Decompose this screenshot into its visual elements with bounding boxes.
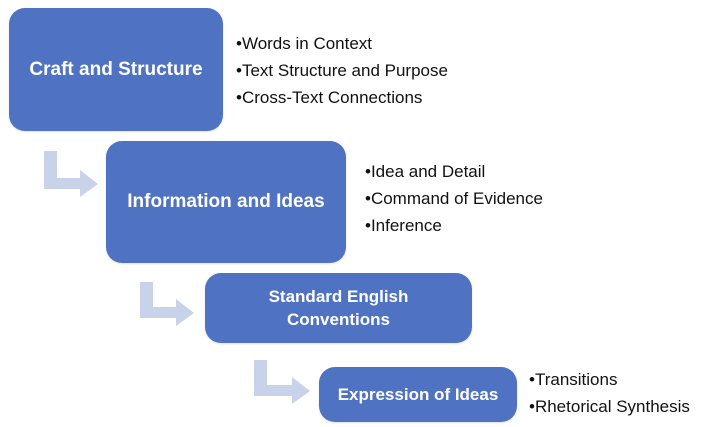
bent-arrow-icon	[140, 282, 194, 326]
step-label: Standard English Conventions	[269, 285, 409, 331]
bullet-item: •Transitions	[529, 370, 618, 389]
bullet-list-craft-and-structure: •Words in Context •Text Structure and Pu…	[236, 30, 448, 111]
bullet-list-information-and-ideas: •Idea and Detail •Command of Evidence •I…	[365, 158, 543, 239]
bullet-item: •Idea and Detail	[365, 162, 486, 181]
step-box-craft-and-structure: Craft and Structure	[9, 8, 223, 131]
step-box-expression-of-ideas: Expression of Ideas	[319, 367, 517, 422]
bullet-item: •Inference	[365, 216, 442, 235]
step-label: Information and Ideas	[127, 191, 325, 212]
step-box-information-and-ideas: Information and Ideas	[106, 141, 346, 263]
bullet-item: •Text Structure and Purpose	[236, 61, 448, 80]
bullet-item: •Rhetorical Synthesis	[529, 397, 690, 416]
bullet-list-expression-of-ideas: •Transitions •Rhetorical Synthesis	[529, 366, 690, 420]
bent-arrow-icon	[254, 360, 310, 404]
step-box-standard-english-conventions: Standard English Conventions	[205, 273, 472, 343]
bent-arrow-icon	[44, 151, 98, 197]
step-label: Craft and Structure	[29, 58, 203, 80]
bullet-item: •Cross-Text Connections	[236, 88, 423, 107]
step-label-line: Standard English	[268, 287, 409, 306]
step-label-line: Conventions	[287, 310, 390, 329]
step-label: Expression of Ideas	[337, 384, 499, 404]
bullet-item: •Command of Evidence	[365, 189, 543, 208]
bullet-item: •Words in Context	[236, 34, 373, 53]
